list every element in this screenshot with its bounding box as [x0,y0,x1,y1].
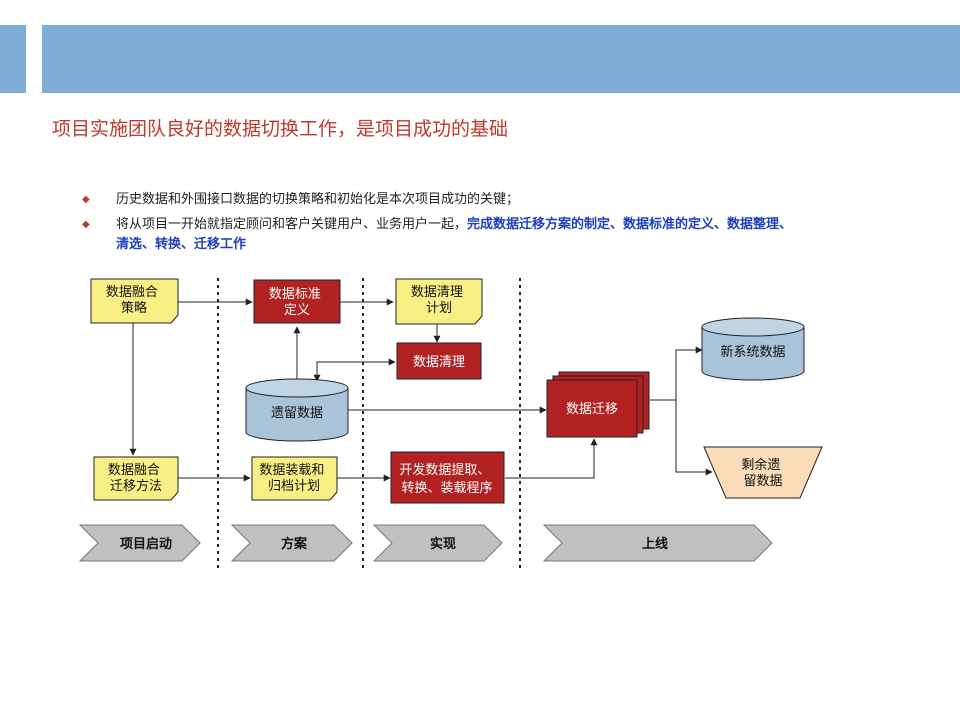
phase-chevron-golive: 上线 [542,524,773,562]
phase-chevron-start: 项目启动 [78,524,201,562]
bullet-item: ◆ 历史数据和外围接口数据的切换策略和初始化是本次项目成功的关键； [82,190,802,210]
svg-text:剩余遗 留数据: 剩余遗 留数据 [741,457,784,489]
clean-box-label: 数据清理 [413,355,465,370]
svg-text:数据融合 迁移方法: 数据融合 迁移方法 [108,463,164,494]
develop-box-line2: 转换、装载程序 [401,481,492,496]
remaining-line1: 剩余遗 [741,457,780,473]
standard-box-line1: 数据标准 [269,287,321,302]
bullet-item: ◆ 将从项目一开始就指定顾问和客户关键用户、业务用户一起，完成数据迁移方案的制定… [82,215,802,255]
strategy-note-line2: 策略 [121,300,147,316]
strategy-note: 数据融合 策略 [90,278,179,324]
legacy-db: 遗留数据 [245,378,349,442]
header-band [42,25,960,93]
develop-box-line1: 开发数据提取、 [399,462,490,478]
standard-box: 数据标准 定义 [253,279,341,324]
method-note: 数据融合 迁移方法 [93,456,179,501]
clean-plan-note: 数据清理 计划 [395,278,483,325]
new-system-db: 新系统数据 [701,317,805,381]
legacy-db-label: 遗留数据 [271,406,323,421]
diamond-bullet-icon: ◆ [82,194,90,205]
standard-box-line2: 定义 [284,303,310,318]
phase-chevron-implement: 实现 [372,524,503,562]
diamond-bullet-icon: ◆ [82,219,90,230]
load-plan-line1: 数据装载和 [259,463,324,478]
clean-box: 数据清理 [396,342,482,380]
remaining-line2: 留数据 [743,474,782,489]
phase-label-implement: 实现 [430,536,456,552]
phase-chevron-plan: 方案 [230,524,353,562]
load-plan-line2: 归档计划 [268,479,320,494]
bullet-highlight: 完成数据迁移方案的制定、数据标准的定义、数据整理、清选、转换、迁移工作 [116,217,793,252]
svg-text:数据清理 计划: 数据清理 计划 [411,285,467,316]
header-band-left [0,25,26,93]
load-plan-note: 数据装载和 归档计划 [251,456,338,501]
phase-label-start: 项目启动 [120,536,172,552]
page-title: 项目实施团队良好的数据切换工作，是项目成功的基础 [52,118,509,140]
method-note-line2: 迁移方法 [110,478,162,494]
migrate-stack: 数据迁移 [546,371,650,438]
strategy-note-line1: 数据融合 [106,285,158,300]
develop-box: 开发数据提取、 转换、装载程序 [390,451,505,504]
remaining-data-shape: 剩余遗 留数据 [703,446,823,499]
migrate-box-label: 数据迁移 [566,402,618,417]
bullet-text: 历史数据和外围接口数据的切换策略和初始化是本次项目成功的关键； [116,192,520,207]
phase-label-plan: 方案 [281,536,308,552]
phase-label-golive: 上线 [642,536,668,552]
bullet-text: 将从项目一开始就指定顾问和客户关键用户、业务用户一起， [116,217,468,232]
svg-text:数据装载和 归档计划: 数据装载和 归档计划 [259,463,328,494]
clean-plan-line1: 数据清理 [411,285,463,300]
connectors [129,298,713,482]
svg-text:数据标准 定义: 数据标准 定义 [269,287,325,318]
svg-text:开发数据提取、 转换、装载程序: 开发数据提取、 转换、装载程序 [399,462,494,496]
method-note-line1: 数据融合 [108,463,160,478]
clean-plan-line2: 计划 [426,301,452,316]
new-system-db-label: 新系统数据 [720,344,785,360]
bullet-list: ◆ 历史数据和外围接口数据的切换策略和初始化是本次项目成功的关键； ◆ 将从项目… [82,190,802,260]
svg-text:数据融合 策略: 数据融合 策略 [106,285,162,316]
